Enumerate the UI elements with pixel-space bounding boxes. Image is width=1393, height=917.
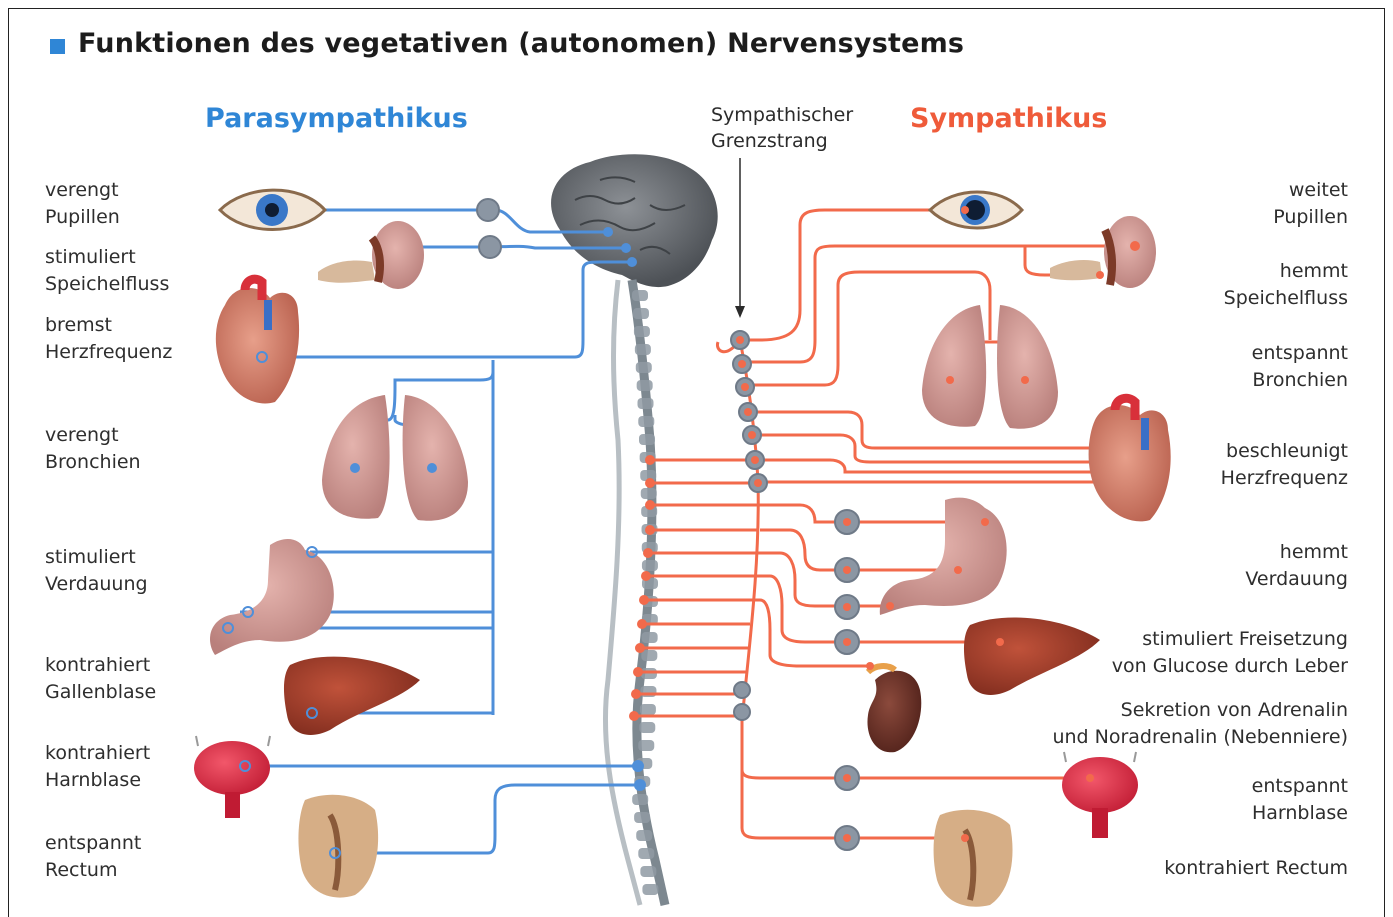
- sym-label-adrenalin: Sekretion von Adrenalin und Noradrenalin…: [1052, 697, 1348, 751]
- label-line: Verdauung: [45, 571, 148, 598]
- left-lungs-icon: [322, 395, 468, 521]
- label-line: Gallenblase: [45, 679, 156, 706]
- label-line: hemmt: [1245, 539, 1348, 566]
- vertebra: [638, 740, 654, 751]
- right-heart-icon: [1089, 398, 1171, 521]
- label-line: weitet: [1273, 177, 1348, 204]
- label-line: Herzfrequenz: [45, 339, 172, 366]
- vertebra: [638, 848, 654, 859]
- label-line: kontrahiert Rectum: [1164, 855, 1348, 882]
- para-label-pupillen: verengt Pupillen: [45, 177, 120, 231]
- sym-label-glucose: stimuliert Freisetzung von Glucose durch…: [1112, 626, 1348, 680]
- page-title: Funktionen des vegetativen (autonomen) N…: [78, 28, 964, 59]
- label-line: von Glucose durch Leber: [1112, 653, 1348, 680]
- vertebra: [634, 326, 650, 337]
- vertebra: [641, 650, 657, 661]
- vertebra: [639, 434, 655, 445]
- vertebra: [637, 398, 653, 409]
- para-label-rectum: entspannt Rectum: [45, 830, 141, 884]
- label-line: Sekretion von Adrenalin: [1052, 697, 1348, 724]
- spinal-cord-icon: [605, 280, 665, 905]
- sym-label-pupillen: weitet Pupillen: [1273, 177, 1348, 231]
- vertebra: [635, 344, 651, 355]
- label-line: entspannt: [45, 830, 141, 857]
- para-label-gallenblase: kontrahiert Gallenblase: [45, 652, 156, 706]
- parasympathetic-ganglia: [477, 199, 501, 258]
- label-line: entspannt: [1252, 773, 1348, 800]
- left-salivary-gland-icon: [318, 221, 424, 289]
- label-line: und Noradrenalin (Nebenniere): [1052, 724, 1348, 751]
- right-eye-icon: [930, 192, 1022, 228]
- label-line: Speichelfluss: [1224, 285, 1348, 312]
- label-line: Bronchien: [1252, 367, 1348, 394]
- left-bladder-icon: [194, 736, 270, 818]
- label-line: stimuliert: [45, 244, 169, 271]
- vertebra: [638, 416, 654, 427]
- label-line: stimuliert Freisetzung: [1112, 626, 1348, 653]
- label-line: Rectum: [45, 857, 141, 884]
- sym-label-rectum: kontrahiert Rectum: [1164, 855, 1348, 882]
- para-label-bronchien: verengt Bronchien: [45, 422, 141, 476]
- sym-label-herzfrequenz: beschleunigt Herzfrequenz: [1221, 438, 1348, 492]
- grenzstrang-line2: Grenzstrang: [711, 128, 853, 154]
- parasympathikus-heading: Parasympathikus: [205, 103, 468, 134]
- grenzstrang-label: Sympathischer Grenzstrang: [711, 102, 853, 154]
- left-rectum-icon: [298, 795, 378, 898]
- vertebra: [632, 290, 648, 301]
- para-label-speichelfluss: stimuliert Speichelfluss: [45, 244, 169, 298]
- left-heart-icon: [216, 279, 299, 403]
- label-line: hemmt: [1224, 258, 1348, 285]
- right-rectum-icon: [934, 810, 1013, 907]
- vertebra: [637, 380, 653, 391]
- label-line: Pupillen: [1273, 204, 1348, 231]
- vertebra: [641, 488, 657, 499]
- vertebra: [642, 632, 658, 643]
- vertebra: [642, 884, 658, 895]
- right-stomach-icon: [880, 498, 1007, 615]
- sym-label-speichelfluss: hemmt Speichelfluss: [1224, 258, 1348, 312]
- sym-label-bronchien: entspannt Bronchien: [1252, 340, 1348, 394]
- label-line: beschleunigt: [1221, 438, 1348, 465]
- label-line: Harnblase: [45, 767, 150, 794]
- grenzstrang-line1: Sympathischer: [711, 102, 853, 128]
- sym-label-harnblase: entspannt Harnblase: [1252, 773, 1348, 827]
- label-line: verengt: [45, 422, 141, 449]
- label-line: kontrahiert: [45, 740, 150, 767]
- vertebra: [642, 560, 658, 571]
- vertebra: [640, 704, 656, 715]
- vertebra: [636, 830, 652, 841]
- sym-label-verdauung: hemmt Verdauung: [1245, 539, 1348, 593]
- left-liver-icon: [284, 657, 420, 735]
- sympathikus-heading: Sympathikus: [910, 103, 1107, 134]
- brain-icon: [551, 154, 718, 287]
- label-line: Harnblase: [1252, 800, 1348, 827]
- para-label-verdauung: stimuliert Verdauung: [45, 544, 148, 598]
- label-line: Herzfrequenz: [1221, 465, 1348, 492]
- label-line: Speichelfluss: [45, 271, 169, 298]
- label-line: Verdauung: [1245, 566, 1348, 593]
- para-label-harnblase: kontrahiert Harnblase: [45, 740, 150, 794]
- label-line: stimuliert: [45, 544, 148, 571]
- label-line: bremst: [45, 312, 172, 339]
- vertebra: [636, 362, 652, 373]
- label-line: verengt: [45, 177, 120, 204]
- label-line: entspannt: [1252, 340, 1348, 367]
- para-label-herzfrequenz: bremst Herzfrequenz: [45, 312, 172, 366]
- right-bladder-icon: [1062, 752, 1138, 838]
- left-eye-icon: [220, 190, 325, 229]
- vertebra: [633, 308, 649, 319]
- right-kidney-icon: [867, 666, 921, 752]
- label-line: Bronchien: [45, 449, 141, 476]
- right-liver-icon: [964, 617, 1100, 695]
- label-line: kontrahiert: [45, 652, 156, 679]
- title-bullet: [50, 39, 65, 54]
- label-line: Pupillen: [45, 204, 120, 231]
- vertebra: [640, 866, 656, 877]
- vertebra: [639, 722, 655, 733]
- grenzstrang-arrow: [735, 158, 745, 318]
- vertebra: [632, 794, 648, 805]
- vertebra: [634, 812, 650, 823]
